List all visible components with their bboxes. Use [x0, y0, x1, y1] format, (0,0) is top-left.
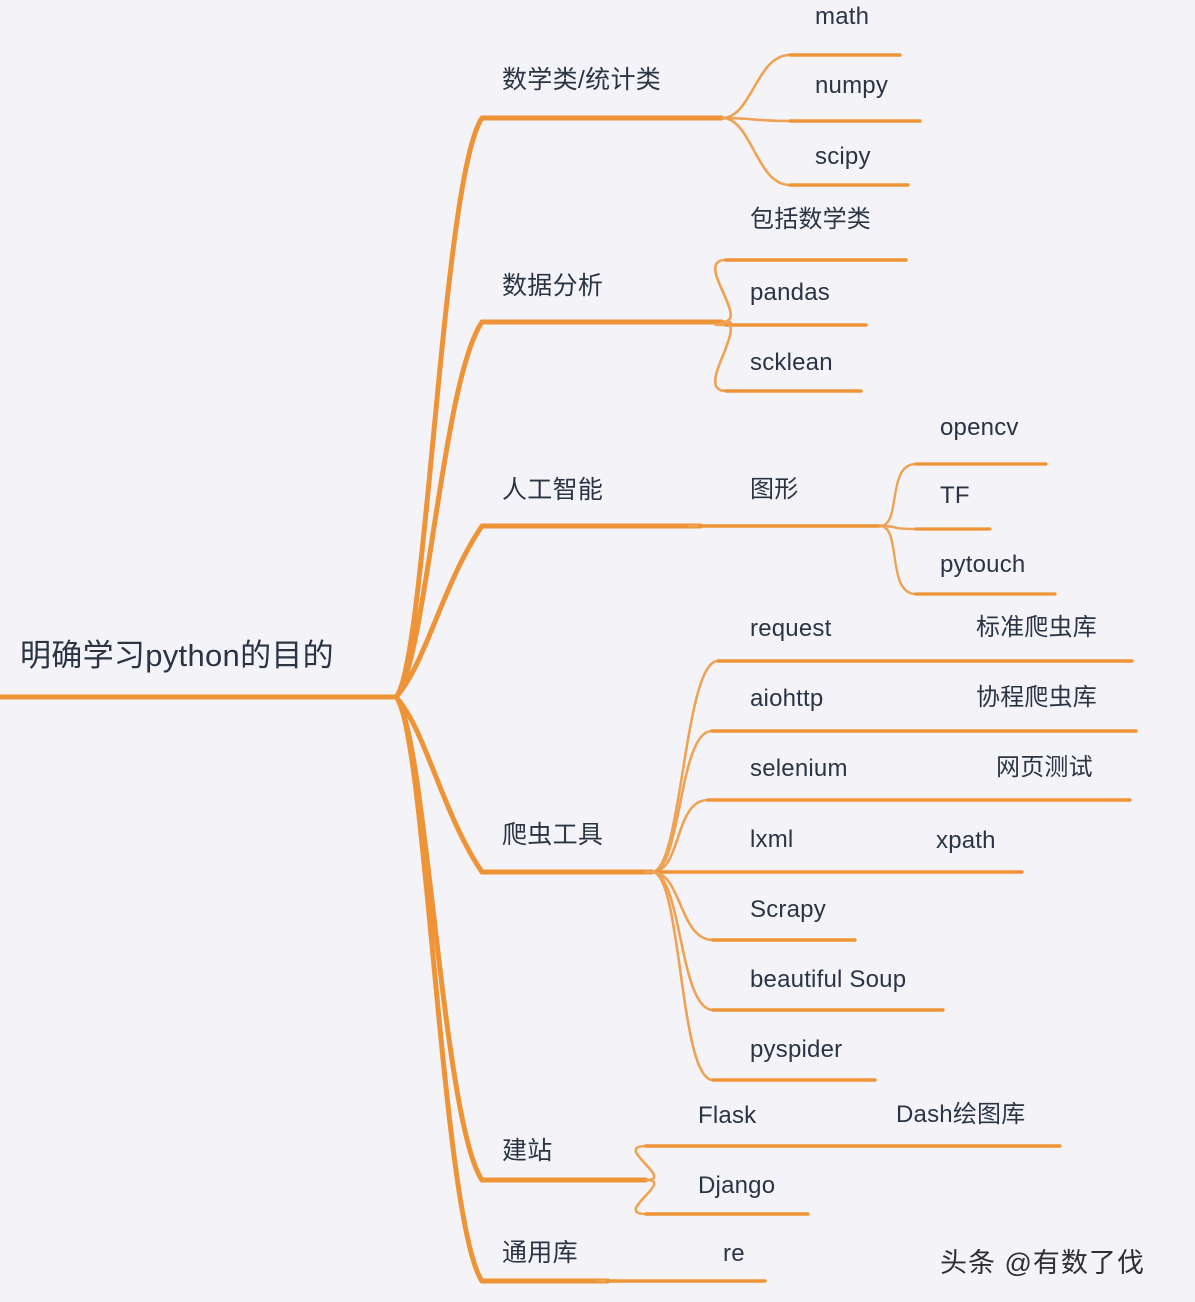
child-curve-data-analysis-2: [713, 320, 732, 393]
child-curve-math-stats-0: [720, 53, 792, 120]
branch-label-math-stats[interactable]: 数学类/统计类: [502, 66, 662, 94]
root-node-label[interactable]: 明确学习python的目的: [20, 638, 334, 673]
child-curve-math-stats-1: [720, 116, 792, 123]
note-label-crawler-2[interactable]: 网页测试: [996, 754, 1093, 781]
branch-label-website[interactable]: 建站: [502, 1137, 553, 1165]
child-curve-crawler-4: [650, 870, 715, 942]
grandchild-curve-ai-0: [878, 462, 918, 528]
child-label-ai-0[interactable]: 图形: [750, 476, 799, 503]
child-curve-crawler-2: [650, 798, 710, 874]
branch-label-data-analysis[interactable]: 数据分析: [502, 272, 604, 300]
child-curve-website-1: [634, 1178, 656, 1216]
child-label-website-1[interactable]: Django: [698, 1172, 776, 1199]
watermark: 头条 @有数了伐: [940, 1248, 1145, 1278]
child-label-crawler-2[interactable]: selenium: [750, 755, 848, 782]
note-label-website-0[interactable]: Dash绘图库: [896, 1101, 1026, 1128]
branch-label-ai[interactable]: 人工智能: [502, 476, 604, 504]
child-label-general-0[interactable]: re: [723, 1240, 745, 1267]
child-curve-crawler-0: [650, 659, 720, 874]
grandchild-curve-ai-2: [878, 524, 918, 596]
child-label-crawler-6[interactable]: pyspider: [750, 1036, 843, 1063]
child-label-data-analysis-0[interactable]: 包括数学类: [750, 206, 871, 233]
branch-trunk-general: [393, 694, 485, 1284]
child-label-crawler-1[interactable]: aiohttp: [750, 685, 824, 712]
child-label-website-0[interactable]: Flask: [698, 1102, 757, 1129]
child-curve-website-0: [634, 1144, 656, 1182]
child-label-crawler-0[interactable]: request: [750, 615, 832, 642]
child-label-crawler-3[interactable]: lxml: [750, 826, 794, 853]
grandchild-curve-ai-1: [878, 524, 918, 531]
child-label-math-stats-0[interactable]: math: [815, 3, 870, 30]
branch-label-crawler[interactable]: 爬虫工具: [502, 821, 604, 849]
branch-trunk-crawler: [393, 694, 485, 875]
branch-trunk-website: [393, 694, 485, 1183]
child-curve-math-stats-2: [720, 116, 792, 187]
branch-trunk-ai: [393, 523, 485, 700]
branch-trunk-math-stats: [393, 115, 485, 700]
grandchild-label-ai-1[interactable]: TF: [940, 482, 970, 509]
note-label-crawler-1[interactable]: 协程爬虫库: [976, 684, 1097, 711]
note-label-crawler-0[interactable]: 标准爬虫库: [976, 614, 1097, 641]
child-curve-crawler-5: [650, 870, 715, 1012]
child-label-crawler-4[interactable]: Scrapy: [750, 896, 826, 923]
child-label-data-analysis-2[interactable]: scklean: [750, 349, 833, 376]
branch-trunk-data-analysis: [393, 319, 485, 700]
child-curve-crawler-6: [650, 870, 715, 1082]
branch-label-general[interactable]: 通用库: [502, 1239, 578, 1267]
child-curve-data-analysis-0: [713, 258, 732, 324]
child-label-math-stats-1[interactable]: numpy: [815, 72, 889, 99]
child-curve-data-analysis-1: [713, 320, 732, 327]
grandchild-label-ai-2[interactable]: pytouch: [940, 551, 1026, 578]
note-label-crawler-3[interactable]: xpath: [936, 827, 996, 854]
child-label-math-stats-2[interactable]: scipy: [815, 143, 871, 170]
grandchild-label-ai-0[interactable]: opencv: [940, 414, 1019, 441]
child-label-crawler-5[interactable]: beautiful Soup: [750, 966, 907, 993]
child-label-data-analysis-1[interactable]: pandas: [750, 279, 830, 306]
child-curve-crawler-1: [650, 729, 714, 874]
